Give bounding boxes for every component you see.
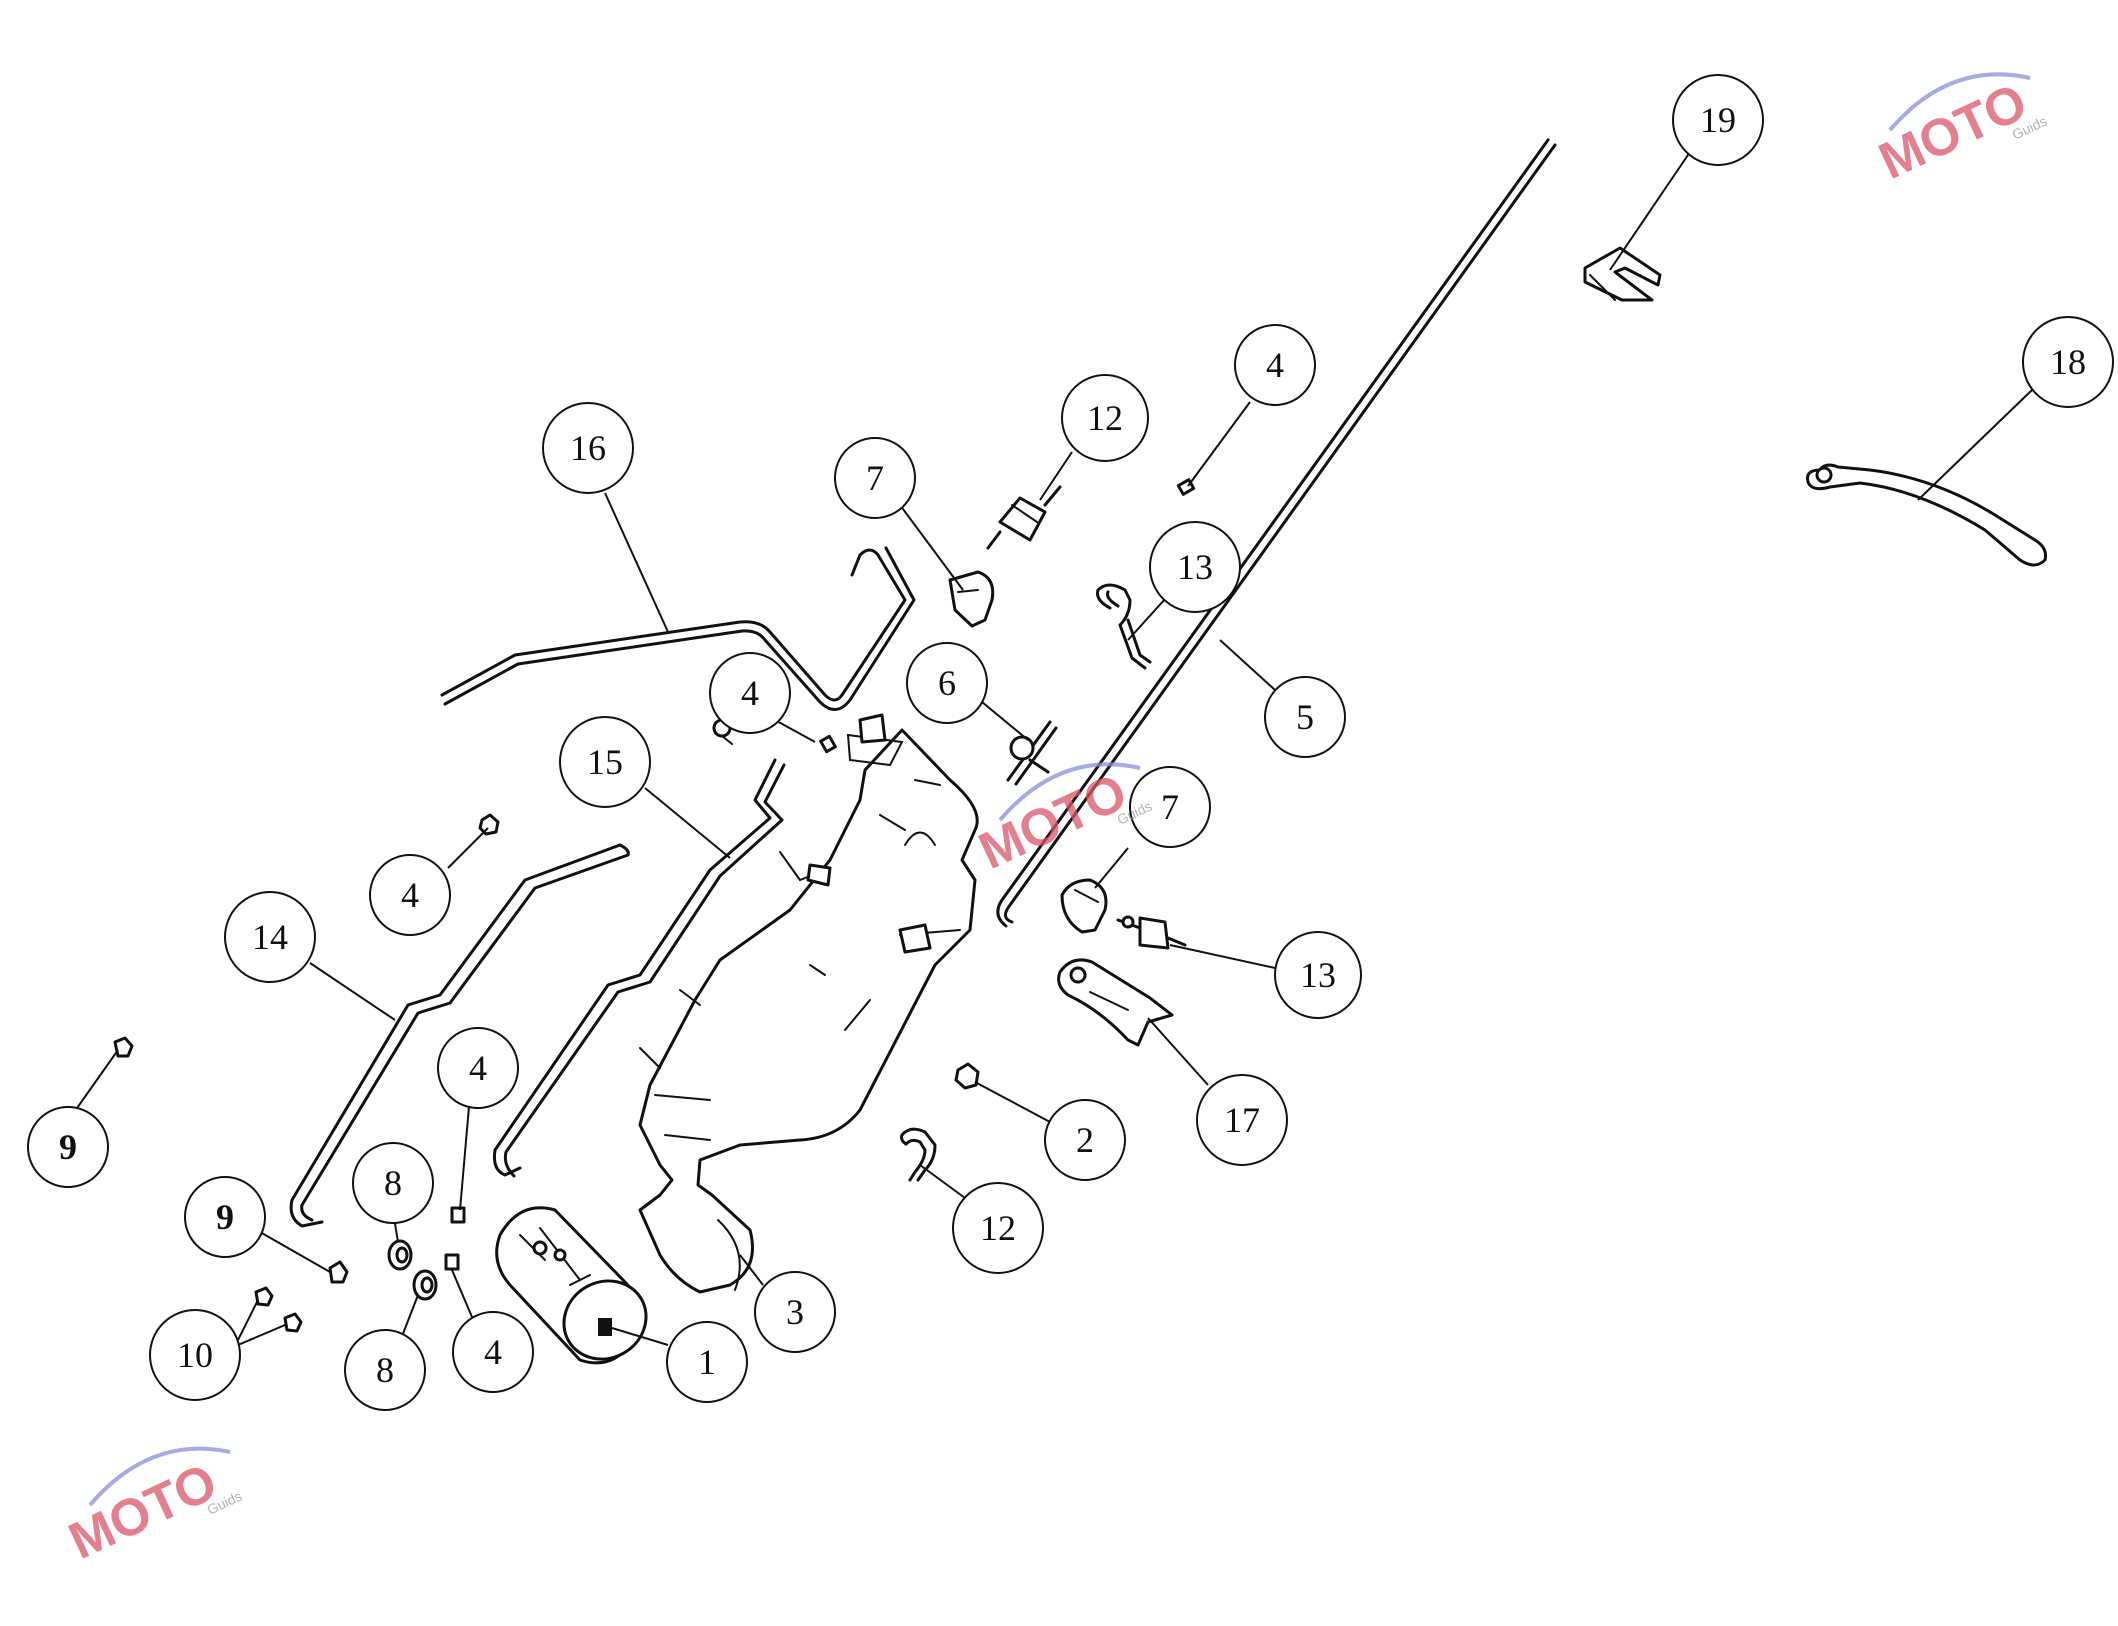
- part-11-valve-lower: [1116, 915, 1187, 950]
- part-15-hose: [493, 758, 786, 1178]
- part-4-grommet-c: [478, 813, 500, 836]
- part-8-grommet-lower: [412, 1269, 438, 1301]
- callout-8-upper: 8: [352, 1142, 434, 1224]
- callout-label: 9: [216, 1197, 234, 1237]
- callout-label: 2: [1076, 1120, 1094, 1160]
- callout-label: 12: [1087, 398, 1123, 438]
- callout-label: 1: [698, 1342, 716, 1382]
- callout-label: 18: [2050, 342, 2086, 382]
- part-9-bolt-left: [113, 1036, 134, 1058]
- callout-label: 13: [1177, 547, 1213, 587]
- part-11-valve-upper: [986, 485, 1062, 550]
- callout-4-mid: 4: [709, 652, 791, 734]
- callout-label: 12: [980, 1208, 1016, 1248]
- part-10-bolt-b: [283, 1312, 303, 1333]
- callout-7-lower: 7: [1129, 766, 1211, 848]
- watermark-logo-center: MOTO Guids: [971, 762, 1154, 881]
- callout-9-left: 9: [27, 1106, 109, 1188]
- part-2-nut: [954, 1062, 980, 1090]
- part-14-hose: [289, 843, 630, 1228]
- part-7-clip-lower: [1060, 878, 1108, 934]
- callout-19: 19: [1672, 74, 1764, 166]
- callout-12: 12: [952, 1182, 1044, 1274]
- part-1-canister: [495, 1206, 648, 1365]
- part-8-grommet-upper: [387, 1239, 413, 1271]
- callout-8-lower: 8: [344, 1329, 426, 1411]
- callout-11-lower: 13: [1274, 931, 1362, 1019]
- callout-label: 4: [469, 1048, 487, 1088]
- callout-label: 4: [1266, 345, 1284, 385]
- callout-label: 14: [252, 917, 288, 957]
- callout-17: 17: [1196, 1074, 1288, 1166]
- callout-label: 8: [384, 1163, 402, 1203]
- callout-label: 9: [59, 1127, 77, 1167]
- callout-label: 8: [376, 1350, 394, 1390]
- part-16-hose: [440, 546, 916, 711]
- callout-4-top: 4: [1234, 324, 1316, 406]
- part-4-grommet-d: [450, 1206, 466, 1224]
- part-5-rod: [996, 138, 1557, 928]
- part-17-bracket: [1057, 958, 1174, 1047]
- callout-label: 4: [741, 673, 759, 713]
- callout-4-left: 4: [369, 854, 451, 936]
- watermark-logo-top-right: MOTO Guids: [1871, 72, 2049, 191]
- callout-label: 7: [1161, 787, 1179, 827]
- callout-7-upper: 7: [834, 437, 916, 519]
- callout-label: 15: [587, 742, 623, 782]
- callout-13: 13: [1149, 521, 1241, 613]
- callout-label: 6: [938, 663, 956, 703]
- callout-label: 17: [1224, 1100, 1260, 1140]
- watermark-brand: MOTO: [61, 1453, 226, 1571]
- part-4-grommet-e: [444, 1253, 460, 1271]
- callout-2: 2: [1044, 1099, 1126, 1181]
- callout-4-low-top: 4: [437, 1027, 519, 1109]
- callout-16: 16: [542, 402, 634, 494]
- callout-6: 6: [906, 642, 988, 724]
- callout-label: 13: [1300, 955, 1336, 995]
- callout-11-upper: 12: [1061, 374, 1149, 462]
- callout-15: 15: [559, 716, 651, 808]
- watermark-logo-bottom-left: MOTO Guids: [61, 1446, 244, 1571]
- callout-label: 3: [786, 1292, 804, 1332]
- leader-lines: [69, 151, 2033, 1363]
- callout-label: 19: [1700, 100, 1736, 140]
- watermark-brand: MOTO: [971, 763, 1136, 881]
- callout-label: 4: [484, 1332, 502, 1372]
- callout-label: 4: [401, 875, 419, 915]
- part-13-hose: [1096, 583, 1152, 670]
- part-19-bracket: [1583, 246, 1662, 302]
- part-10-bolt-a: [254, 1286, 274, 1307]
- callout-5: 5: [1264, 676, 1346, 758]
- callout-label: 16: [570, 428, 606, 468]
- part-18-hose: [1806, 463, 2047, 567]
- callout-9-lower: 9: [184, 1176, 266, 1258]
- part-6-tee: [1006, 720, 1058, 786]
- callout-3: 3: [754, 1271, 836, 1353]
- callout-10: 10: [149, 1309, 241, 1401]
- callout-label: 5: [1296, 697, 1314, 737]
- callout-18: 18: [2022, 316, 2114, 408]
- part-9-bolt-lower: [328, 1260, 349, 1284]
- callout-14: 14: [224, 891, 316, 983]
- callout-1: 1: [666, 1321, 748, 1403]
- part-3-housing: [638, 713, 979, 1294]
- callout-label: 7: [866, 458, 884, 498]
- callout-4-low-bottom: 4: [452, 1311, 534, 1393]
- callout-label: 10: [177, 1335, 213, 1375]
- part-12-hose: [900, 1127, 937, 1182]
